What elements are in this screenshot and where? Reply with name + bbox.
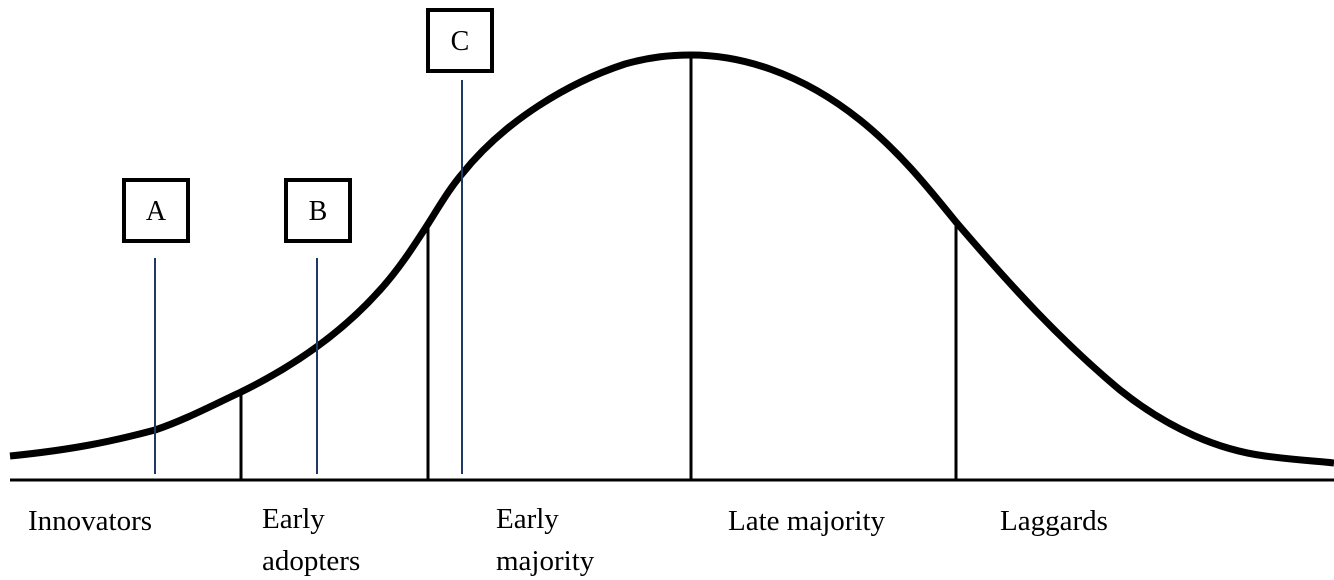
label-early-adopters-line1: Early (262, 503, 325, 535)
marker-c-label: C (451, 26, 470, 57)
marker-box-b: B (284, 178, 352, 243)
label-laggards: Laggards (1000, 505, 1108, 537)
bell-curve (9, 51, 1334, 467)
label-late-majority: Late majority (728, 505, 886, 537)
marker-box-a: A (122, 178, 190, 243)
label-early-majority-line2: majority (496, 545, 595, 577)
label-early-adopters-line2: adopters (262, 545, 360, 577)
marker-box-c: C (426, 8, 494, 73)
label-innovators: Innovators (28, 505, 152, 537)
label-early-majority-line1: Early (496, 503, 559, 535)
marker-b-label: B (309, 196, 328, 227)
marker-a-label: A (146, 196, 167, 227)
